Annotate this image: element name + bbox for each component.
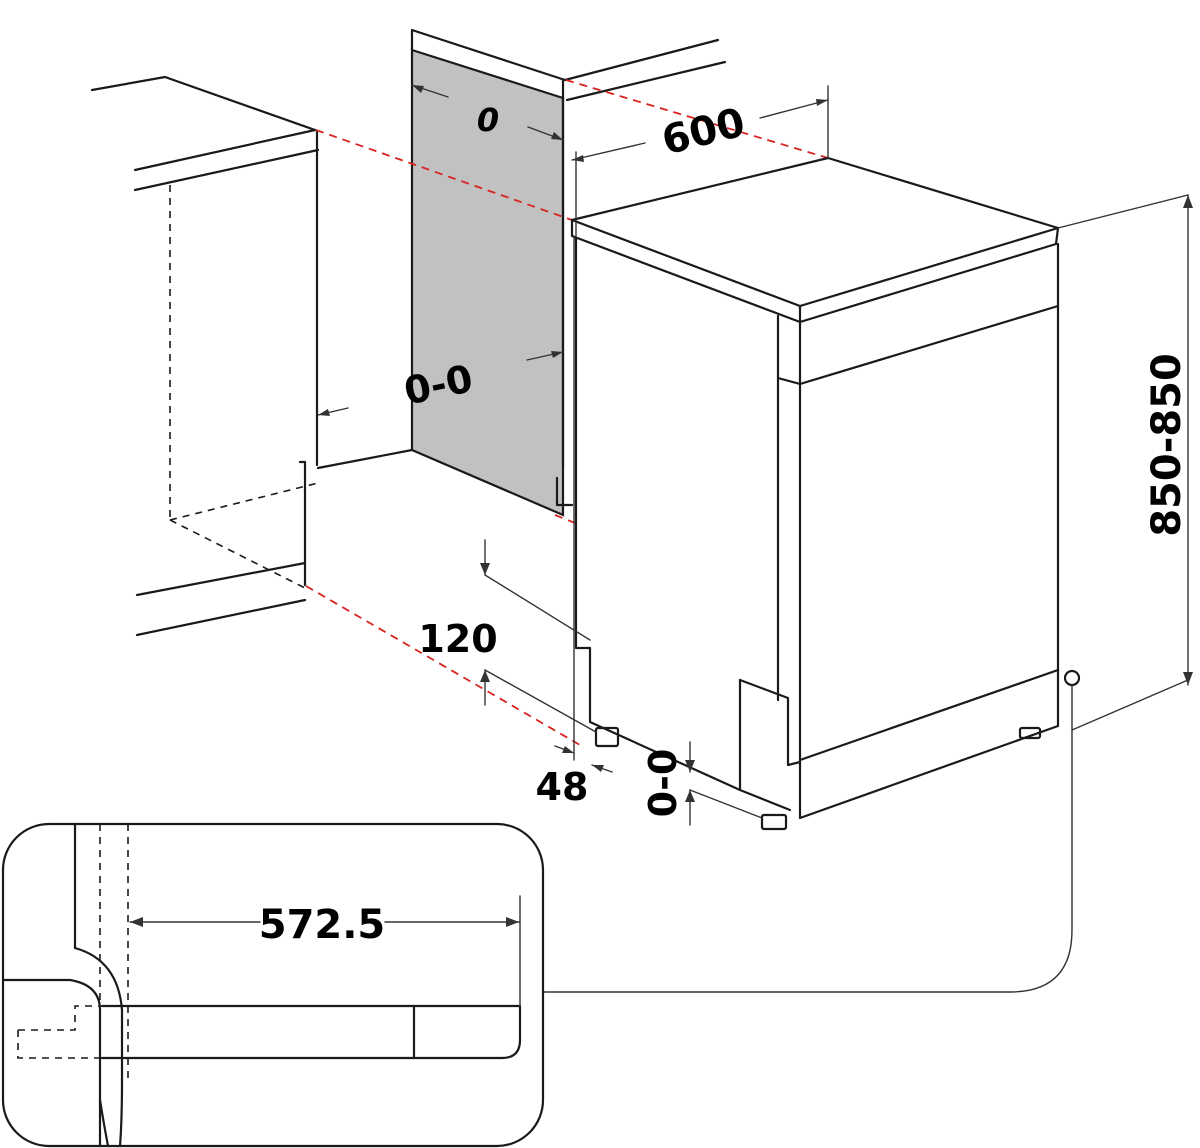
side-gap-label: 0: [477, 101, 499, 139]
dimension-lines: [317, 84, 1193, 826]
plinth-depth-label: 48: [536, 765, 589, 809]
detail-width-label: 572.5: [259, 902, 386, 948]
plinth-height-label: 120: [418, 617, 497, 661]
dishwasher: [570, 156, 1060, 831]
dimension-labels: 0 600 0-0 850-850 120 48 0-0: [400, 100, 1190, 818]
left-cabinet: [90, 75, 320, 637]
foot-adjust-label: 0-0: [641, 749, 685, 818]
height-label: 850-850: [1144, 353, 1190, 537]
side-panel: [316, 28, 727, 517]
detail-inset: 572.5: [1, 822, 545, 1148]
width-label: 600: [657, 100, 749, 165]
circle-marker-icon: [1063, 669, 1081, 687]
alignment-guides: [305, 79, 829, 746]
detail-callout: [542, 669, 1081, 993]
